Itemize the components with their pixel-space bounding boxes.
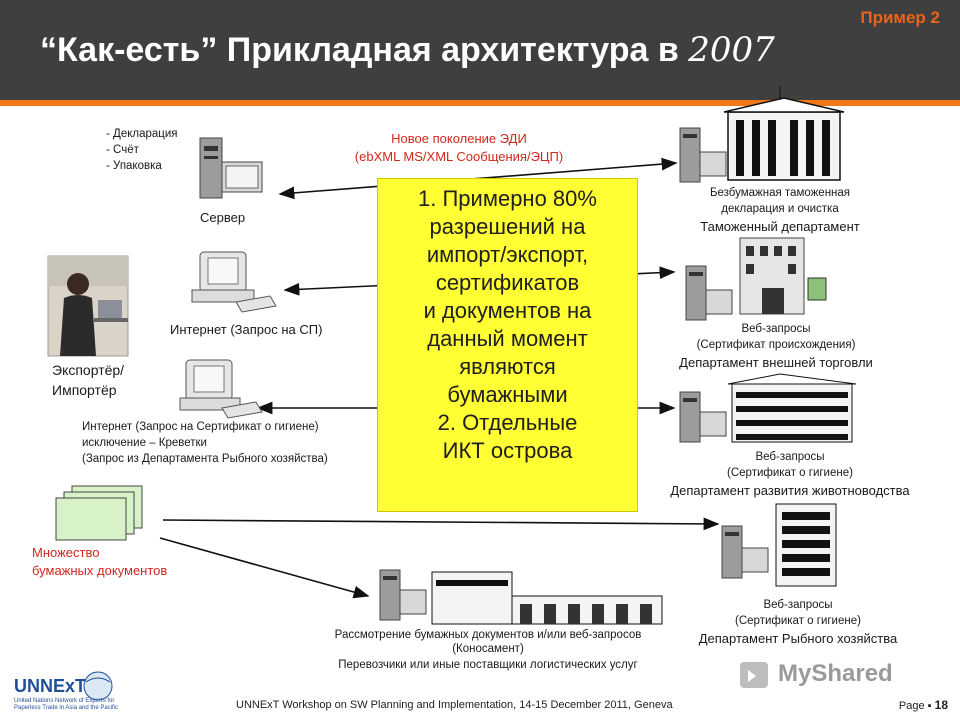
desktop-pc-icon (191, 251, 277, 313)
internet-request-co-label: Интернет (Запрос на СП) (170, 322, 323, 337)
foreign-trade-desc-line2: (Сертификат происхождения) (696, 339, 856, 351)
unnext-logo: UNNExT (14, 676, 87, 696)
fishery-desc-line1: Веб-запросы (763, 599, 833, 611)
invoice-item: - Счёт (106, 144, 139, 156)
paper-documents-icon (55, 485, 143, 541)
page-label: Page (898, 700, 925, 712)
callout-line: 1. Примерно 80% (418, 186, 597, 211)
fishery-department-name: Департамент Рыбного хозяйства (698, 631, 898, 646)
packing-item: - Упаковка (106, 160, 162, 172)
internet-hygiene-line1: Интернет (Запрос на Сертификат о гигиене… (82, 421, 319, 433)
livestock-desc-line1: Веб-запросы (755, 451, 825, 463)
callout-line: бумажными (447, 382, 568, 407)
callout-line: 2. Отдельные (437, 410, 578, 435)
callout-line: и документов на (423, 298, 592, 323)
paper-docs-line2: бумажных документов (32, 563, 168, 578)
header-rule (0, 100, 960, 106)
logistics-desc-line1: Рассмотрение бумажных документов и/или в… (334, 629, 642, 641)
internet-hygiene-line2: исключение – Креветки (82, 437, 207, 449)
myshared-logo-icon (740, 662, 768, 688)
livestock-building-icon (679, 373, 857, 443)
ebxml-channel-line2: (ebXML MS/XML Сообщения/ЭЦП) (354, 149, 564, 164)
server-icon (199, 137, 263, 199)
example-tag: Пример 2 (860, 8, 940, 27)
exporter-label-line2: Импортёр (52, 382, 117, 398)
internet-hygiene-line3: (Запрос из Департамента Рыбного хозяйств… (82, 453, 328, 465)
customs-desc-line2: декларация и очистка (721, 203, 839, 215)
title-main: “Как-есть” Прикладная архитектура в (40, 31, 689, 69)
arrow-papers-logistics (159, 537, 370, 599)
callout-line: данный момент (427, 326, 588, 351)
foreign-trade-desc-line1: Веб-запросы (741, 323, 811, 335)
customs-desc-line1: Безбумажная таможенная (709, 187, 851, 199)
paper-docs-line1: Множество (32, 545, 100, 560)
ebxml-channel-line1: Новое поколение ЭДИ (391, 131, 527, 146)
callout-line: ИКТ острова (442, 438, 573, 463)
page-number: Page ▪ 18 (898, 698, 948, 712)
customs-building-icon (679, 86, 845, 183)
logistics-desc-line3: Перевозчики или иные поставщики логистич… (338, 659, 638, 671)
callout-line: являются (459, 354, 556, 379)
callout-line: сертификатов (435, 270, 580, 295)
title-year: 2007 (688, 30, 775, 70)
callout-line: разрешений на (429, 214, 586, 239)
declaration-item: - Декларация (106, 128, 178, 140)
slide-header (0, 0, 960, 100)
logistics-warehouse-icon (379, 569, 663, 625)
footer-text: UNNExT Workshop on SW Planning and Imple… (236, 699, 673, 711)
logistics-desc-line2: (Коносамент) (452, 643, 524, 655)
customs-department-name: Таможенный департамент (700, 219, 860, 234)
livestock-department-name: Департамент развития животноводства (670, 483, 910, 498)
exporter-label-line1: Экспортёр/ (52, 362, 125, 378)
paper-permits-callout: 1. Примерно 80% разрешений на импорт/экс… (377, 178, 638, 512)
myshared-watermark: MyShared (778, 660, 893, 687)
slide-title: “Как-есть” Прикладная архитектура в 2007 (40, 30, 775, 70)
foreign-trade-building-icon (685, 237, 827, 321)
arrow-papers-fishery (162, 517, 720, 531)
page-number-value: 18 (934, 698, 948, 712)
fishery-desc-line2: (Сертификат о гигиене) (735, 615, 861, 627)
unnext-logo-subtitle: United Nations Network of Experts for Pa… (14, 698, 119, 711)
fishery-building-icon (721, 503, 837, 587)
unnext-logo-icon (83, 671, 113, 701)
callout-line: импорт/экспорт, (426, 242, 589, 267)
server-label: Сервер (200, 210, 246, 225)
desktop-pc-icon (179, 359, 263, 419)
exporter-photo (47, 255, 129, 357)
livestock-desc-line2: (Сертификат о гигиене) (727, 467, 853, 479)
foreign-trade-department-name: Департамент внешней торговли (679, 355, 873, 370)
